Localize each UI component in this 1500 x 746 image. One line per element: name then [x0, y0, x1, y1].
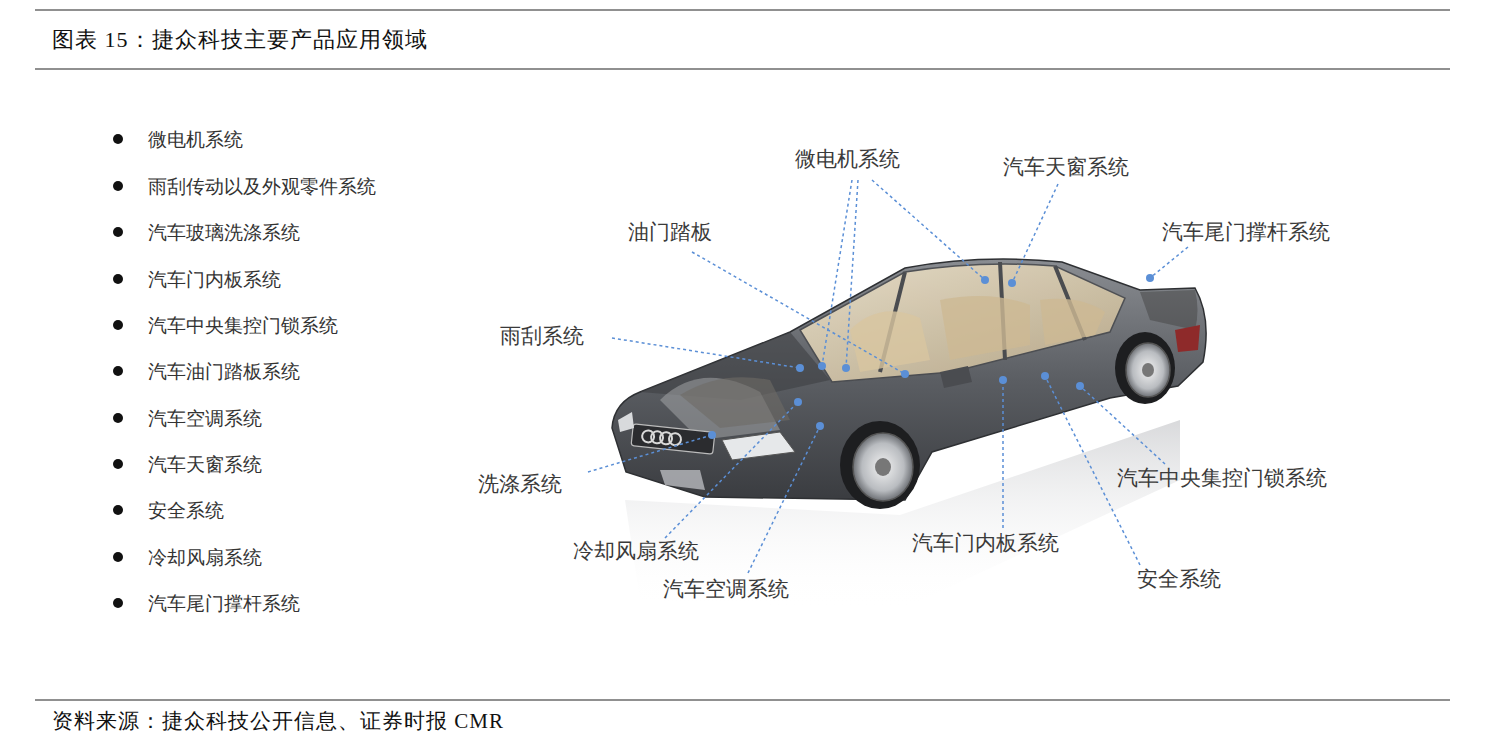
list-item: 汽车空调系统 — [148, 407, 262, 430]
car-part — [631, 424, 715, 454]
car — [612, 259, 1206, 509]
part-label: 汽车空调系统 — [663, 577, 789, 602]
list-item: 雨刮传动以及外观零件系统 — [148, 175, 376, 198]
car-part — [872, 180, 985, 280]
car-part — [1126, 343, 1170, 397]
leader-lines — [588, 180, 1188, 573]
car-part — [853, 433, 913, 501]
car-part — [113, 598, 123, 608]
list-item: 安全系统 — [148, 499, 224, 522]
car-part — [588, 435, 712, 472]
car-part — [800, 264, 1125, 382]
car-part — [642, 430, 682, 446]
car-part — [1142, 363, 1154, 377]
car-part — [1175, 325, 1200, 352]
car-part — [113, 366, 123, 376]
car-part — [1008, 279, 1016, 287]
car-part — [818, 362, 826, 370]
car-part — [113, 181, 123, 191]
car-part — [748, 426, 820, 573]
car-part — [1040, 299, 1105, 345]
car-part — [113, 552, 123, 562]
car-part — [692, 252, 905, 374]
leader-dots — [708, 274, 1154, 439]
part-label: 雨刮系统 — [500, 324, 584, 349]
list-item: 微电机系统 — [148, 128, 243, 151]
car-part — [981, 276, 989, 284]
car-part — [1012, 184, 1058, 283]
car-part — [940, 366, 972, 388]
car-part — [1115, 332, 1175, 404]
car-part — [796, 364, 804, 372]
list-item: 汽车尾门撑杆系统 — [148, 592, 300, 615]
car-part — [1080, 386, 1165, 464]
car-part — [999, 376, 1007, 384]
car-part — [113, 413, 123, 423]
list-item: 汽车中央集控门锁系统 — [148, 314, 338, 337]
part-label: 微电机系统 — [795, 147, 900, 172]
car-part — [850, 311, 930, 372]
list-item: 汽车天窗系统 — [148, 453, 262, 476]
part-label: 安全系统 — [1137, 567, 1221, 592]
car-part — [680, 377, 790, 428]
car-part — [113, 320, 123, 330]
rule-line — [35, 9, 1450, 10]
car-part — [875, 458, 891, 476]
figure-title: 图表 15：捷众科技主要产品应用领域 — [52, 27, 428, 53]
car-part — [1041, 372, 1049, 380]
part-label: 洗涤系统 — [478, 472, 562, 497]
list-item: 汽车玻璃洗涤系统 — [148, 221, 300, 244]
car-part — [660, 470, 705, 490]
rule-line — [35, 68, 1450, 69]
car-part — [722, 432, 795, 460]
car-part — [113, 227, 123, 237]
part-label: 油门踏板 — [628, 220, 712, 245]
car-part — [842, 364, 850, 372]
car-part — [846, 180, 858, 368]
part-label: 汽车尾门撑杆系统 — [1162, 220, 1330, 245]
car-part — [1146, 274, 1154, 282]
car-part — [612, 338, 800, 368]
part-label: 汽车中央集控门锁系统 — [1117, 466, 1327, 491]
car-part — [940, 296, 1030, 360]
car-part — [665, 402, 798, 538]
car-part — [708, 431, 716, 439]
car-reflection — [625, 420, 1180, 610]
bullet-dots — [113, 134, 123, 608]
car-part — [113, 505, 123, 515]
source-note: 资料来源：捷众科技公开信息、证券时报 CMR — [52, 709, 504, 734]
car-part — [840, 421, 920, 509]
part-label: 汽车天窗系统 — [1003, 155, 1129, 180]
car-part — [113, 274, 123, 284]
rule-line — [35, 699, 1450, 700]
car-part — [113, 134, 123, 144]
car-part — [618, 412, 634, 432]
car-part — [668, 433, 681, 446]
car-part — [901, 370, 909, 378]
part-label: 汽车门内板系统 — [912, 531, 1059, 556]
list-item: 汽车油门踏板系统 — [148, 360, 300, 383]
car-part — [1140, 290, 1198, 330]
list-item: 汽车门内板系统 — [148, 268, 281, 291]
car-part — [794, 398, 802, 406]
car-part — [1076, 382, 1084, 390]
car-part — [816, 422, 824, 430]
list-item: 冷却风扇系统 — [148, 546, 262, 569]
car-part — [113, 459, 123, 469]
part-label: 冷却风扇系统 — [573, 539, 699, 564]
car-part — [1002, 380, 1004, 528]
car-part — [1150, 247, 1188, 278]
car-part — [612, 259, 1206, 500]
